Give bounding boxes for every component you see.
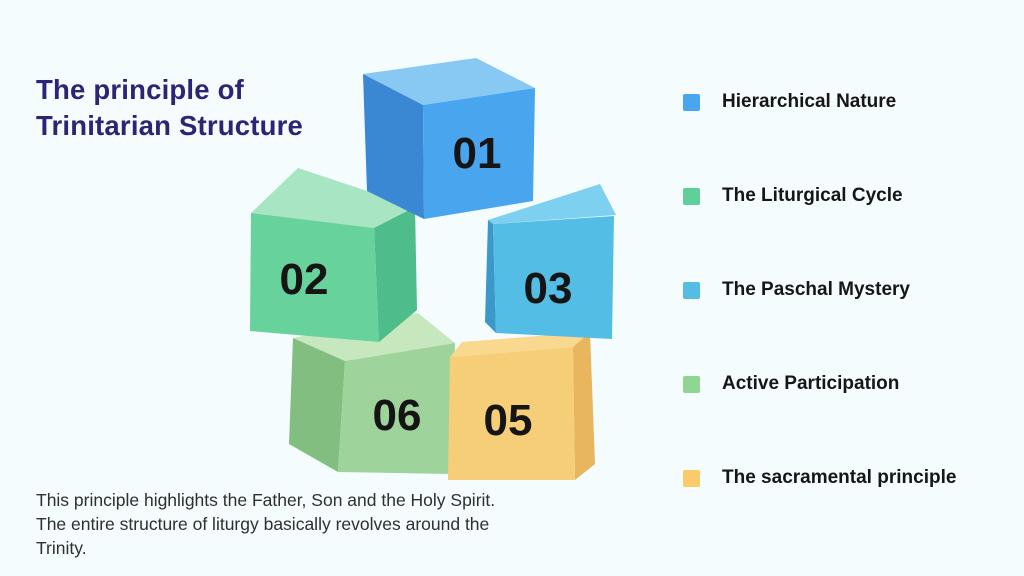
page-title: The principle of Trinitarian Structure bbox=[36, 72, 303, 144]
cube-01-top-face bbox=[363, 58, 535, 105]
legend-item-label: Hierarchical Nature bbox=[722, 91, 897, 112]
legend-swatch bbox=[683, 187, 700, 205]
legend-item-label: The sacramental principle bbox=[722, 467, 957, 488]
cube-06-side-face bbox=[289, 338, 345, 472]
cube-05-side-face bbox=[573, 332, 595, 480]
cube-02-top-face bbox=[251, 168, 415, 228]
cube-03-top-face bbox=[488, 184, 616, 224]
legend-swatch bbox=[683, 375, 700, 393]
cube-01-front-face bbox=[423, 88, 535, 219]
page-title-line2: Trinitarian Structure bbox=[36, 110, 304, 141]
cube-05-top-face bbox=[450, 332, 590, 357]
legend-swatch bbox=[683, 281, 700, 299]
cube-05: 05 bbox=[448, 332, 595, 480]
cube-02-number: 02 bbox=[280, 255, 329, 304]
legend-item-label: The Liturgical Cycle bbox=[722, 185, 903, 206]
legend-swatch bbox=[683, 93, 700, 111]
cube-03: 03 bbox=[485, 184, 616, 339]
cube-06-number: 06 bbox=[373, 391, 422, 440]
legend-item-hierarchical-nature: Hierarchical Nature bbox=[683, 90, 956, 114]
cube-05-number: 05 bbox=[484, 396, 533, 445]
cube-02-side-face bbox=[374, 207, 417, 342]
legend-item-active-participation: Active Participation bbox=[683, 372, 956, 396]
cube-02-front-face bbox=[250, 213, 379, 342]
legend-item-paschal-mystery: The Paschal Mystery bbox=[683, 278, 956, 302]
legend-item-liturgical-cycle: The Liturgical Cycle bbox=[683, 184, 956, 208]
cube-06-front-face bbox=[338, 343, 455, 474]
cube-05-front-face bbox=[448, 347, 575, 480]
cube-03-number: 03 bbox=[524, 264, 573, 313]
cube-03-front-face bbox=[493, 216, 614, 339]
cube-01: 01 bbox=[363, 58, 535, 219]
description-text: This principle highlights the Father, So… bbox=[36, 490, 496, 558]
cube-01-number: 01 bbox=[453, 129, 502, 178]
legend-item-sacramental-principle: The sacramental principle bbox=[683, 466, 956, 490]
legend-swatch bbox=[683, 469, 700, 487]
cube-03-side-face bbox=[485, 220, 496, 333]
cube-02: 02 bbox=[250, 168, 417, 342]
legend: Hierarchical Nature The Liturgical Cycle… bbox=[683, 90, 956, 490]
cube-01-side-face bbox=[363, 74, 424, 219]
legend-item-label: The Paschal Mystery bbox=[722, 279, 910, 300]
page-title-line1: The principle of bbox=[36, 74, 244, 105]
legend-item-label: Active Participation bbox=[722, 373, 900, 394]
